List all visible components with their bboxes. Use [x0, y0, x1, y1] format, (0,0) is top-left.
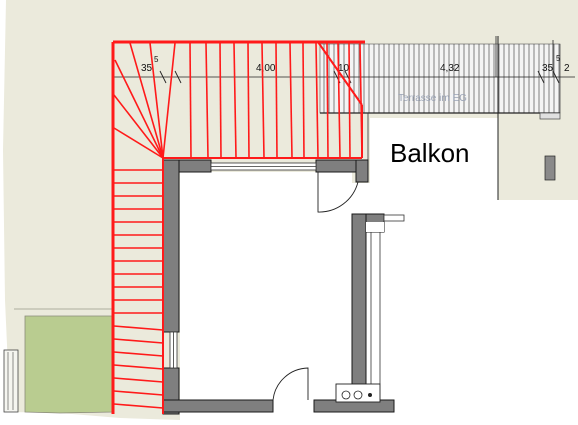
- stair-landing-edge: [317, 41, 363, 106]
- stair-tread-winder: [113, 127, 164, 159]
- stair-tread-left: [113, 325, 164, 331]
- stair-tread-winder: [113, 94, 164, 159]
- stair-tread-left: [113, 338, 164, 344]
- stair-tread-left: [113, 403, 164, 409]
- balcony-post: [544, 155, 556, 181]
- stair-tread-top: [205, 42, 209, 159]
- dim-10: 10: [338, 63, 350, 74]
- stair-tread-top: [219, 42, 222, 159]
- stair-tread-top: [189, 42, 192, 159]
- basin-fixture: [335, 383, 381, 403]
- stair-tread-winder: [162, 42, 176, 159]
- room-label-balkon: Balkon: [390, 138, 470, 168]
- stair-tread-left: [113, 364, 164, 370]
- stair-tread-top: [289, 42, 293, 159]
- door-swing-balcony: [317, 172, 359, 213]
- window-top: [210, 162, 317, 171]
- window-left: [169, 331, 178, 369]
- terrace-step: [539, 112, 561, 120]
- dim-35-left: 35: [141, 63, 153, 74]
- left-fence: [3, 349, 19, 413]
- dim-35-right: 35: [542, 63, 554, 74]
- stair-tread-winder: [114, 59, 164, 159]
- dim-35-right-sup: 5: [556, 54, 561, 63]
- stair-tread-top: [348, 42, 351, 159]
- stair-overlay: [111, 40, 365, 414]
- stair-tread-top: [302, 42, 305, 159]
- stair-tread-top: [247, 42, 250, 159]
- wall-inner-fill: [366, 222, 384, 232]
- stair-tread-top: [233, 42, 237, 159]
- lawn-area: [24, 315, 114, 414]
- dim-4-00: 4,00: [256, 63, 276, 74]
- window-right: [383, 214, 405, 222]
- stair-tread-top: [337, 42, 341, 159]
- stair-tread-winder: [149, 42, 164, 159]
- door-swing-bottom: [272, 367, 309, 401]
- stair-tread-left: [113, 390, 164, 396]
- stair-tread-top: [315, 42, 319, 159]
- stair-tread-left: [113, 351, 164, 357]
- stair-tread-left: [113, 377, 164, 383]
- dim-2: 2: [564, 63, 570, 74]
- stair-tread-top: [275, 42, 278, 159]
- dim-35-left-sup: 5: [154, 55, 159, 64]
- stair-tread-top: [326, 42, 329, 159]
- stair-tread-winder: [129, 42, 164, 159]
- terrace-note: Terrasse im EG: [398, 93, 467, 104]
- balcony-floor: [370, 118, 498, 200]
- dim-4-32: 4,32: [440, 63, 460, 74]
- stair-tread-top: [261, 42, 265, 159]
